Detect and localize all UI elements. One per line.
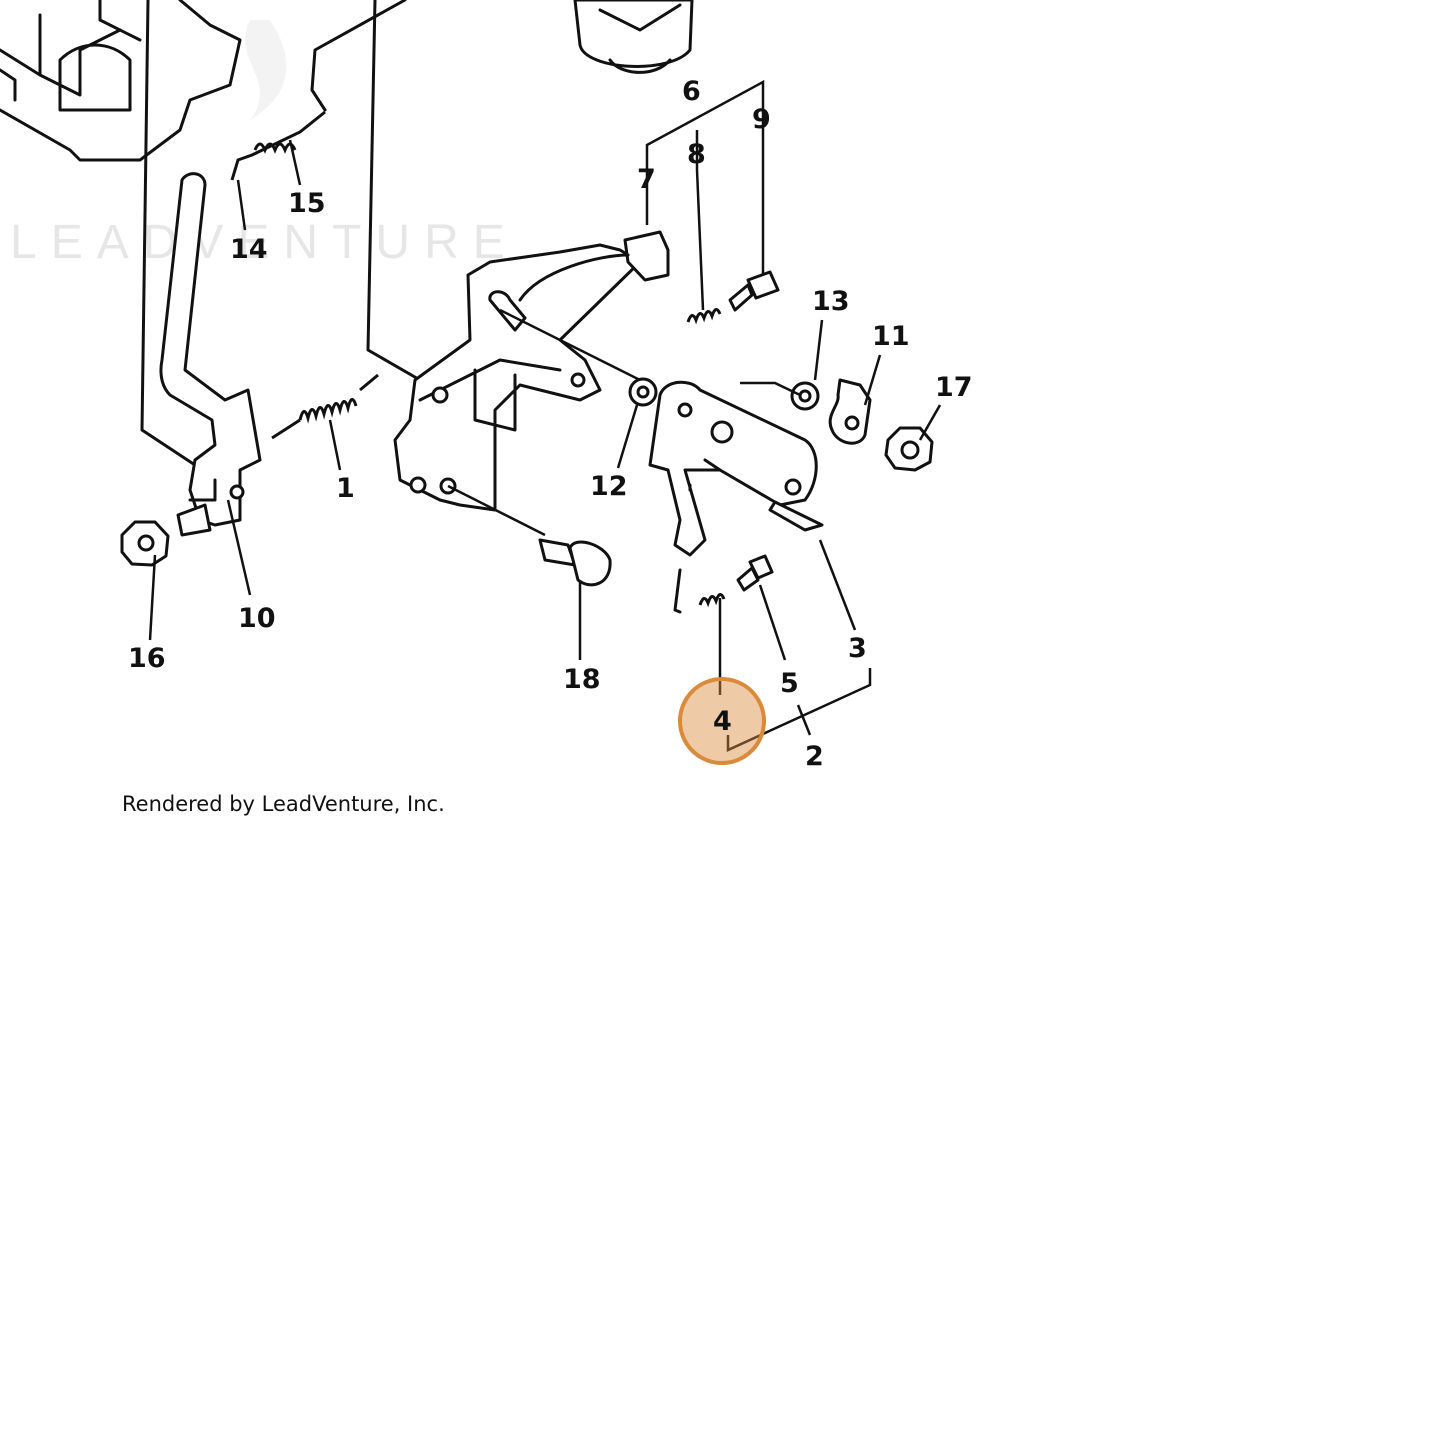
callout-4-highlight[interactable] (678, 677, 766, 765)
callout-2: 2 (805, 741, 824, 772)
callout-9: 9 (752, 104, 771, 135)
clip-11 (828, 378, 872, 445)
choke-link (518, 230, 670, 302)
callout-17: 17 (935, 372, 973, 403)
spring-8 (686, 308, 722, 325)
callout-5: 5 (780, 668, 799, 699)
callout-7: 7 (637, 164, 656, 195)
callout-14: 14 (230, 234, 268, 265)
bolt-18 (538, 538, 612, 587)
callout-6: 6 (682, 76, 701, 107)
watermark-text: LEADVENTURE (10, 216, 519, 269)
spring-15 (230, 110, 326, 181)
governor-arm (648, 380, 824, 614)
callout-10: 10 (238, 603, 276, 634)
spring-4 (698, 593, 726, 608)
callout-18: 18 (563, 664, 601, 695)
throttle-lever (159, 172, 262, 537)
callout-3: 3 (848, 633, 867, 664)
callout-11: 11 (872, 321, 910, 352)
carburetor (573, 0, 694, 74)
callout-8: 8 (687, 139, 706, 170)
engine-block (0, 0, 242, 162)
shaft (447, 290, 641, 537)
control-bracket (393, 243, 642, 512)
callout-1: 1 (336, 473, 355, 504)
credit-text: Rendered by LeadVenture, Inc. (122, 792, 445, 816)
callout-12: 12 (590, 471, 628, 502)
callout-15: 15 (288, 188, 326, 219)
linkage-rod-2 (366, 0, 422, 382)
spring-1 (271, 373, 379, 440)
callout-16: 16 (128, 643, 166, 674)
nut-16 (120, 520, 170, 567)
linkage-rod (140, 0, 197, 467)
callout-4: 4 (713, 706, 732, 737)
washer-13 (790, 381, 820, 411)
governor-link (310, 0, 407, 112)
screw-9 (728, 270, 780, 312)
watermark-logo (245, 20, 287, 120)
screw-5 (736, 554, 774, 592)
washer-12 (628, 377, 658, 407)
leader-lines (148, 79, 942, 752)
callout-13: 13 (812, 286, 850, 317)
nut-17 (884, 426, 934, 472)
